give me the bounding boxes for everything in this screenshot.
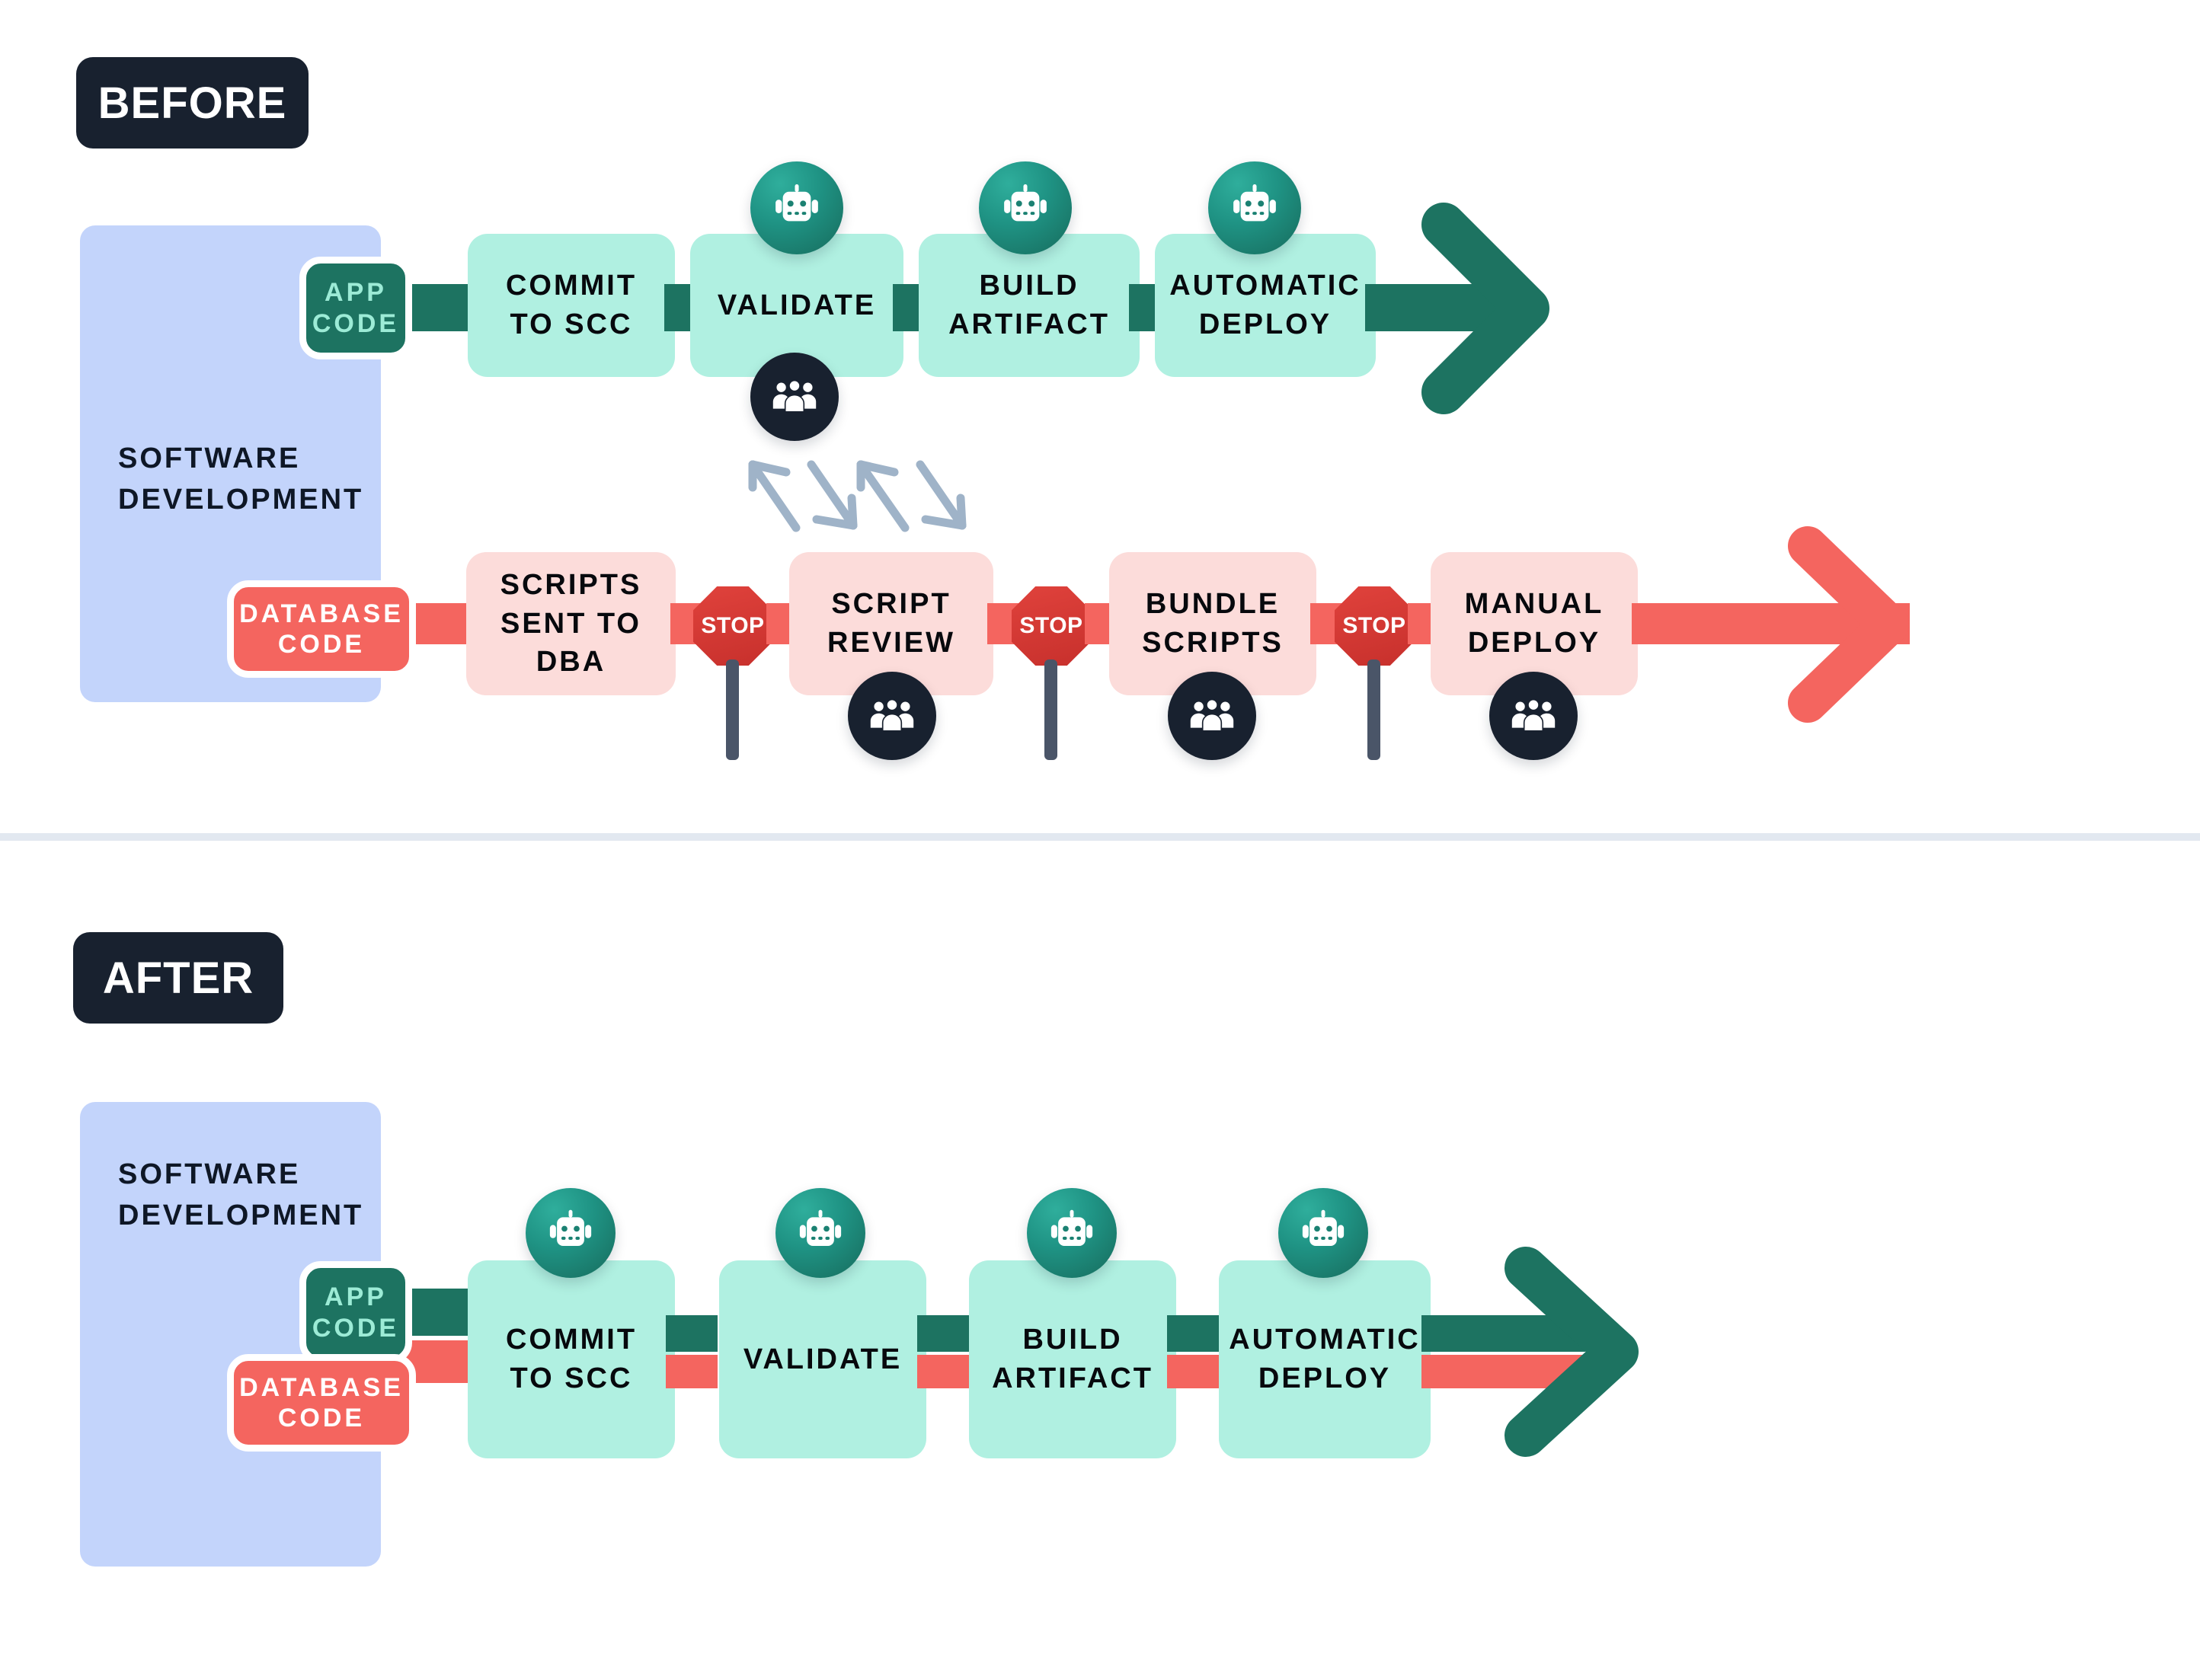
stop-sign-label: STOP xyxy=(1342,613,1406,638)
before-box-bundle-scripts[interactable]: BUNDLE SCRIPTS xyxy=(1109,552,1316,695)
after-robot-icon-automatic-deploy xyxy=(1278,1188,1368,1278)
after-database-code-pill[interactable]: DATABASE CODE xyxy=(227,1354,416,1452)
before-green-connector-3 xyxy=(1129,284,1159,331)
before-robot-icon-automatic-deploy xyxy=(1208,161,1301,254)
before-box-automatic-deploy[interactable]: AUTOMATIC DEPLOY xyxy=(1155,234,1376,377)
after-end-arrow xyxy=(1485,1226,1668,1477)
before-box-build-artifact[interactable]: BUILD ARTIFACT xyxy=(919,234,1140,377)
robot-icon xyxy=(775,184,818,222)
people-icon xyxy=(1190,698,1234,732)
after-box-commit-to-scc[interactable]: COMMIT TO SCC xyxy=(468,1260,675,1458)
section-divider xyxy=(0,833,2200,841)
before-box-validate[interactable]: VALIDATE xyxy=(690,234,903,377)
before-robot-icon-build-artifact xyxy=(979,161,1072,254)
stop-sign-icon xyxy=(693,586,772,666)
stop-sign-icon xyxy=(1335,586,1414,666)
after-robot-icon-validate xyxy=(775,1188,865,1278)
after-box-build-artifact[interactable]: BUILD ARTIFACT xyxy=(969,1260,1176,1458)
after-connector-red-2 xyxy=(917,1355,969,1388)
after-robot-icon-build-artifact xyxy=(1027,1188,1117,1278)
before-people-icon-manual-deploy xyxy=(1489,672,1578,760)
after-robot-icon-commit-to-scc xyxy=(526,1188,616,1278)
before-rework-arrows xyxy=(731,448,990,554)
before-stop-sign-2[interactable]: STOP xyxy=(1012,586,1091,666)
robot-icon xyxy=(1004,184,1047,222)
people-icon xyxy=(772,379,817,413)
robot-icon xyxy=(549,1209,592,1246)
robot-icon xyxy=(799,1209,842,1246)
after-connector-green-1 xyxy=(666,1315,718,1352)
before-stop-sign-1[interactable]: STOP xyxy=(693,586,772,666)
after-connector-green-2 xyxy=(917,1315,969,1352)
before-green-end-arrow xyxy=(1413,202,1565,415)
people-icon xyxy=(870,698,914,732)
before-green-connector-2 xyxy=(893,284,923,331)
before-stop-pole-1 xyxy=(726,660,739,760)
before-stop-pole-2 xyxy=(1044,660,1057,760)
after-connector-green-3 xyxy=(1167,1315,1219,1352)
before-green-connector-1 xyxy=(664,284,695,331)
before-people-icon-script-review xyxy=(848,672,936,760)
after-software-development-label: SOFTWARE DEVELOPMENT xyxy=(118,1158,364,1231)
robot-icon xyxy=(1302,1209,1345,1246)
before-box-script-review[interactable]: SCRIPT REVIEW xyxy=(789,552,993,695)
after-box-validate[interactable]: VALIDATE xyxy=(719,1260,926,1458)
robot-icon xyxy=(1050,1209,1093,1246)
after-box-automatic-deploy[interactable]: AUTOMATIC DEPLOY xyxy=(1219,1260,1431,1458)
before-people-icon-bundle-scripts xyxy=(1168,672,1256,760)
after-app-code-pill[interactable]: APP CODE xyxy=(299,1261,412,1364)
after-badge-label: AFTER xyxy=(102,953,254,1003)
before-badge-label: BEFORE xyxy=(98,78,287,128)
before-app-code-pill[interactable]: APP CODE xyxy=(299,257,412,359)
robot-icon xyxy=(1233,184,1276,222)
stop-sign-label: STOP xyxy=(1019,613,1083,638)
before-stop-pole-3 xyxy=(1367,660,1380,760)
rework-zigzag-arrow-icon xyxy=(748,460,967,532)
before-people-icon-validate xyxy=(750,353,839,441)
before-box-scripts-sent-to-dba[interactable]: SCRIPTS SENT TO DBA xyxy=(466,552,676,695)
before-section-badge: BEFORE xyxy=(76,57,309,149)
before-software-development-label: SOFTWARE DEVELOPMENT xyxy=(118,442,364,516)
before-database-code-pill[interactable]: DATABASE CODE xyxy=(227,580,416,678)
before-box-manual-deploy[interactable]: MANUAL DEPLOY xyxy=(1431,552,1638,695)
before-stop-sign-3[interactable]: STOP xyxy=(1335,586,1414,666)
after-section-badge: AFTER xyxy=(73,932,283,1024)
before-robot-icon-validate xyxy=(750,161,843,254)
before-red-end-arrow xyxy=(1775,518,1927,731)
stop-sign-icon xyxy=(1012,586,1091,666)
after-connector-red-3 xyxy=(1167,1355,1219,1388)
before-box-commit-to-scc[interactable]: COMMIT TO SCC xyxy=(468,234,675,377)
people-icon xyxy=(1511,698,1556,732)
stop-sign-label: STOP xyxy=(701,613,765,638)
after-connector-red-1 xyxy=(666,1355,718,1388)
